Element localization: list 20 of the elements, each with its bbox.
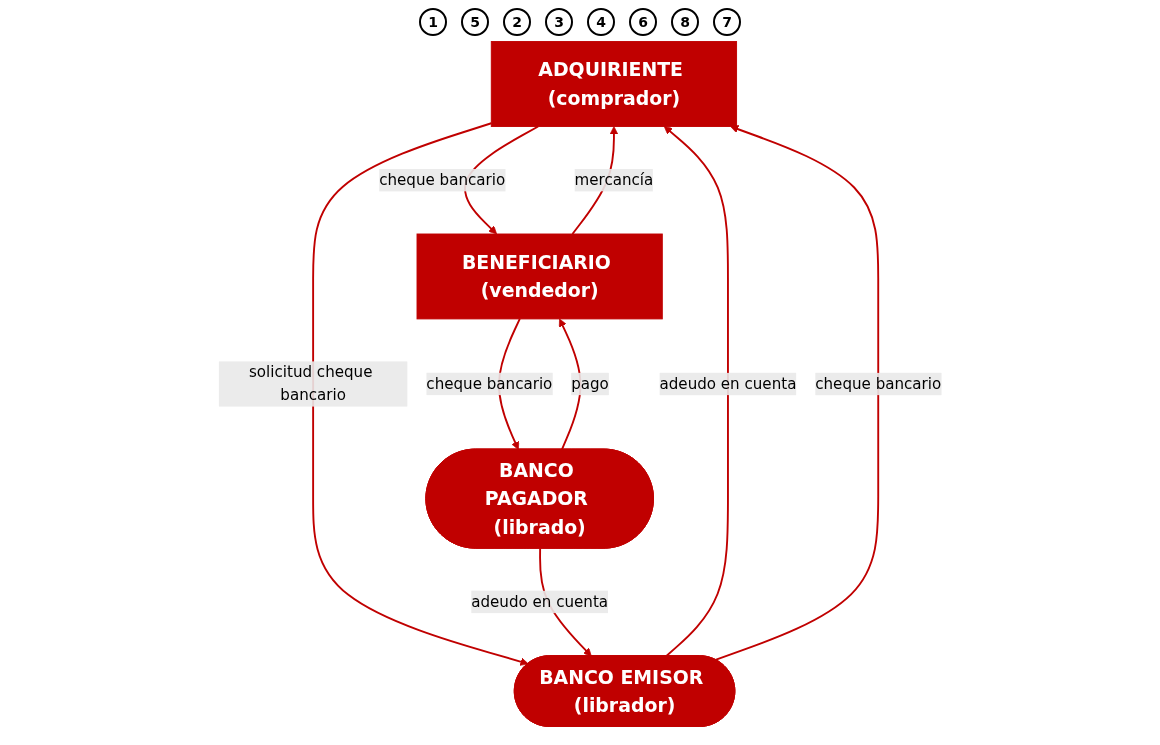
edge-label: cheque bancario [426, 374, 553, 393]
node-box: BENEFICIARIO (vendedor) [416, 233, 663, 320]
step-number: 2 [503, 8, 531, 36]
step-number: 6 [629, 8, 657, 36]
edge-label: cheque bancario [379, 170, 506, 189]
edge-label: pago [571, 374, 609, 393]
step-number: 7 [713, 8, 741, 36]
step-number: 4 [587, 8, 615, 36]
node-box: ADQUIRIENTE (comprador) [490, 41, 738, 127]
step-number: 8 [671, 8, 699, 36]
step-number: 3 [545, 8, 573, 36]
edge-label: cheque bancario [815, 374, 942, 393]
edge-label: adeudo en cuenta [471, 592, 609, 611]
edge-label: solicitud cheque bancario [249, 363, 373, 404]
step-number: 5 [461, 8, 489, 36]
edge-label: adeudo en cuenta [659, 374, 797, 393]
arrow [714, 125, 880, 661]
step-number: 1 [419, 8, 447, 36]
edge-label: mercancía [574, 170, 654, 189]
arrow [312, 122, 529, 666]
